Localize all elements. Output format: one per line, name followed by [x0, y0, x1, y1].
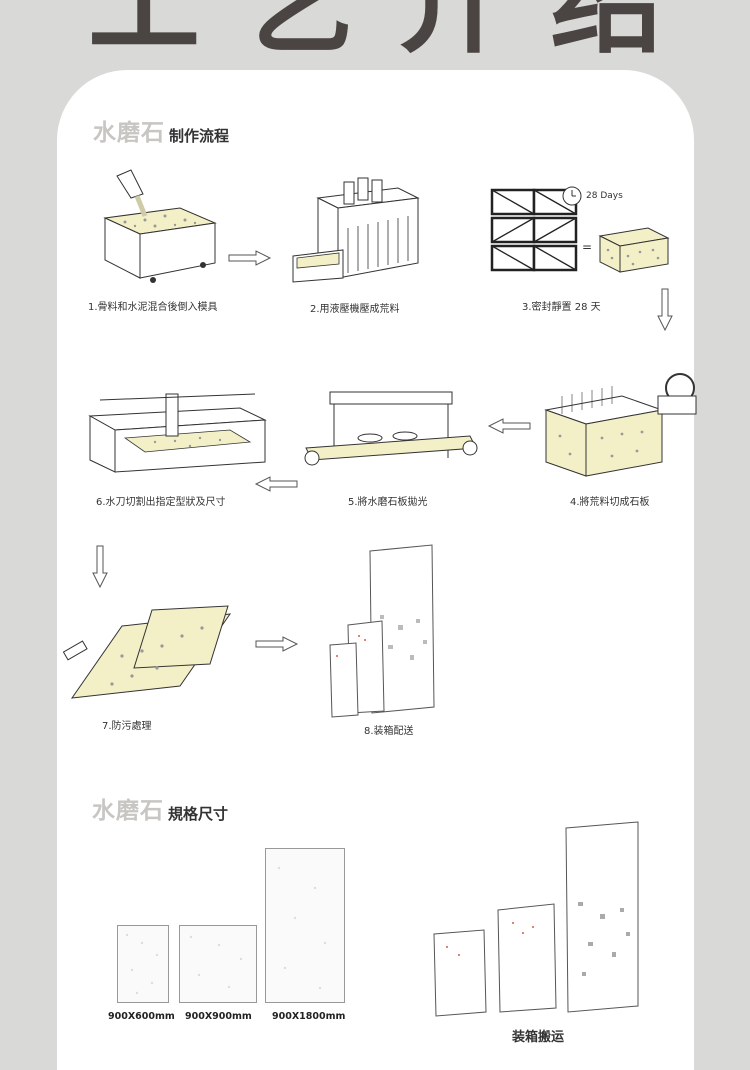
step1-mold-illustration — [103, 169, 217, 283]
step3-block-result-illustration — [598, 227, 670, 273]
step7-label: 7.防污處理 — [102, 721, 152, 732]
tile-900x900-illustration — [179, 925, 257, 1003]
hero-title: 工艺介绍 — [88, 0, 704, 69]
arrow-right-icon — [228, 250, 272, 266]
arrow-down-icon — [92, 545, 108, 589]
step3-stacked-blocks-illustration — [490, 188, 578, 272]
arrow-left-icon — [254, 476, 298, 492]
size-label-900x600: 900X600mm — [108, 1011, 175, 1022]
step8-boxes-illustration — [329, 544, 435, 718]
specs-heading: 水磨石 規格尺寸 — [92, 791, 228, 825]
days-label: 28 Days — [586, 191, 623, 201]
equals-sign: = — [582, 240, 593, 254]
clock-icon — [562, 186, 582, 206]
specs-heading-main: 水磨石 — [92, 798, 164, 824]
arrow-down-icon — [657, 288, 673, 332]
step2-press-illustration — [292, 177, 420, 283]
step4-label: 4.將荒料切成石板 — [570, 497, 650, 508]
step2-label: 2.用液壓機壓成荒料 — [310, 304, 400, 315]
packaging-boxes-illustration — [433, 821, 639, 1017]
process-heading: 水磨石 制作流程 — [93, 113, 229, 147]
step4-slab-cutting-illustration — [544, 373, 697, 477]
tile-900x600-illustration — [117, 925, 169, 1003]
step7-slabs-illustration — [62, 605, 232, 699]
tile-900x1800-illustration — [265, 848, 345, 1003]
step5-polishing-illustration — [304, 391, 478, 466]
step5-label: 5.將水磨石板拋光 — [348, 497, 428, 508]
process-heading-main: 水磨石 — [93, 120, 165, 146]
step3-label: 3.密封靜置 28 天 — [522, 302, 601, 313]
packaging-label: 装箱搬运 — [512, 1030, 565, 1045]
step6-label: 6.水刀切割出指定型狀及尺寸 — [96, 497, 226, 508]
size-label-900x1800: 900X1800mm — [272, 1011, 346, 1022]
process-heading-sub: 制作流程 — [169, 127, 230, 145]
size-label-900x900: 900X900mm — [185, 1011, 252, 1022]
specs-heading-sub: 規格尺寸 — [168, 805, 229, 823]
step8-label: 8.装箱配送 — [364, 726, 414, 737]
arrow-left-icon — [487, 418, 531, 434]
step1-label: 1.骨料和水泥混合後倒入模具 — [88, 302, 218, 313]
step6-waterjet-illustration — [88, 393, 267, 473]
arrow-right-icon — [255, 636, 299, 652]
